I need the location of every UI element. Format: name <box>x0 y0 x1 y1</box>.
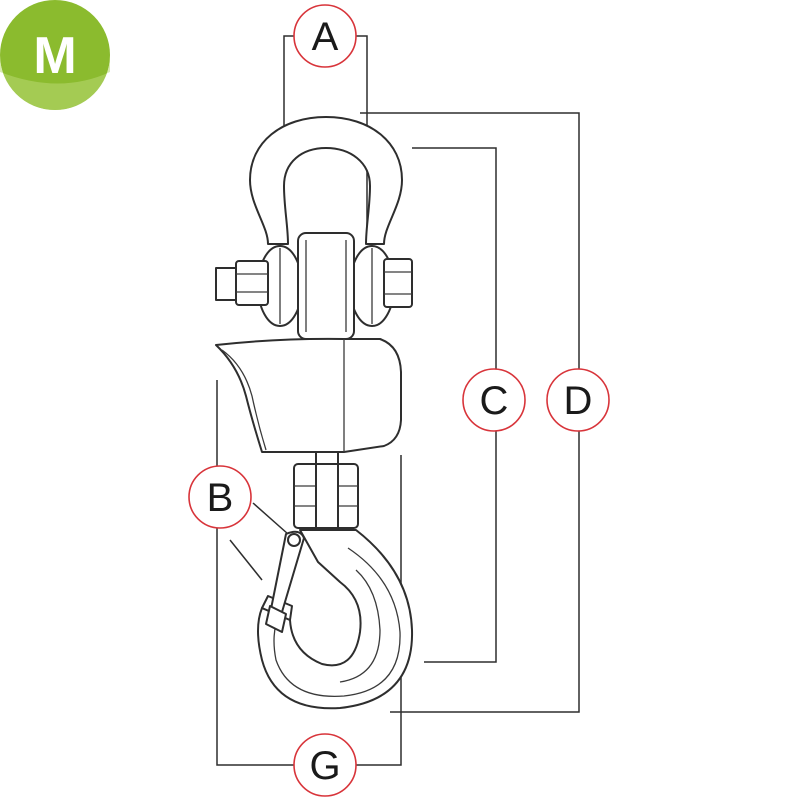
brand-logo: M <box>0 0 110 110</box>
dim-c-top <box>412 147 497 372</box>
dim-b-leader-1 <box>252 502 289 535</box>
logo-letter: M <box>33 27 76 85</box>
shackle-pin-head <box>383 258 413 308</box>
callout-g-ring <box>293 733 357 797</box>
dim-d-top <box>360 112 580 371</box>
dim-g-right <box>355 455 402 766</box>
crane-scale-body-icon <box>215 337 402 453</box>
swivel-core <box>315 463 339 529</box>
logo-highlight <box>0 55 110 110</box>
callout-c: C <box>462 368 526 432</box>
callout-d-ring <box>546 368 610 432</box>
callout-g-label: G <box>309 744 340 788</box>
callout-d-label: D <box>564 379 593 423</box>
callout-a-ring <box>293 4 357 68</box>
callout-c-label: C <box>480 379 509 423</box>
shackle-bow <box>249 116 403 245</box>
hook-body <box>257 529 414 710</box>
scale-housing <box>215 337 402 453</box>
latch-pivot <box>287 533 301 547</box>
callout-d: D <box>546 368 610 432</box>
shackle-icon <box>215 116 413 340</box>
callout-c-ring <box>462 368 526 432</box>
shackle-pin-end <box>215 267 239 301</box>
swivel-hook-icon <box>257 451 414 710</box>
latch-spring <box>265 605 287 633</box>
dim-b-leader-2 <box>229 539 263 581</box>
callout-g: G <box>293 733 357 797</box>
callout-a: A <box>293 4 357 68</box>
callout-b-label: B <box>207 476 234 520</box>
callout-a-label: A <box>312 15 339 59</box>
safety-latch-icon <box>265 530 305 633</box>
dim-d-bottom <box>390 429 580 713</box>
dim-c-bottom <box>424 429 497 663</box>
shackle-nut <box>235 260 269 306</box>
callout-b: B <box>188 465 252 529</box>
callout-b-ring <box>188 465 252 529</box>
